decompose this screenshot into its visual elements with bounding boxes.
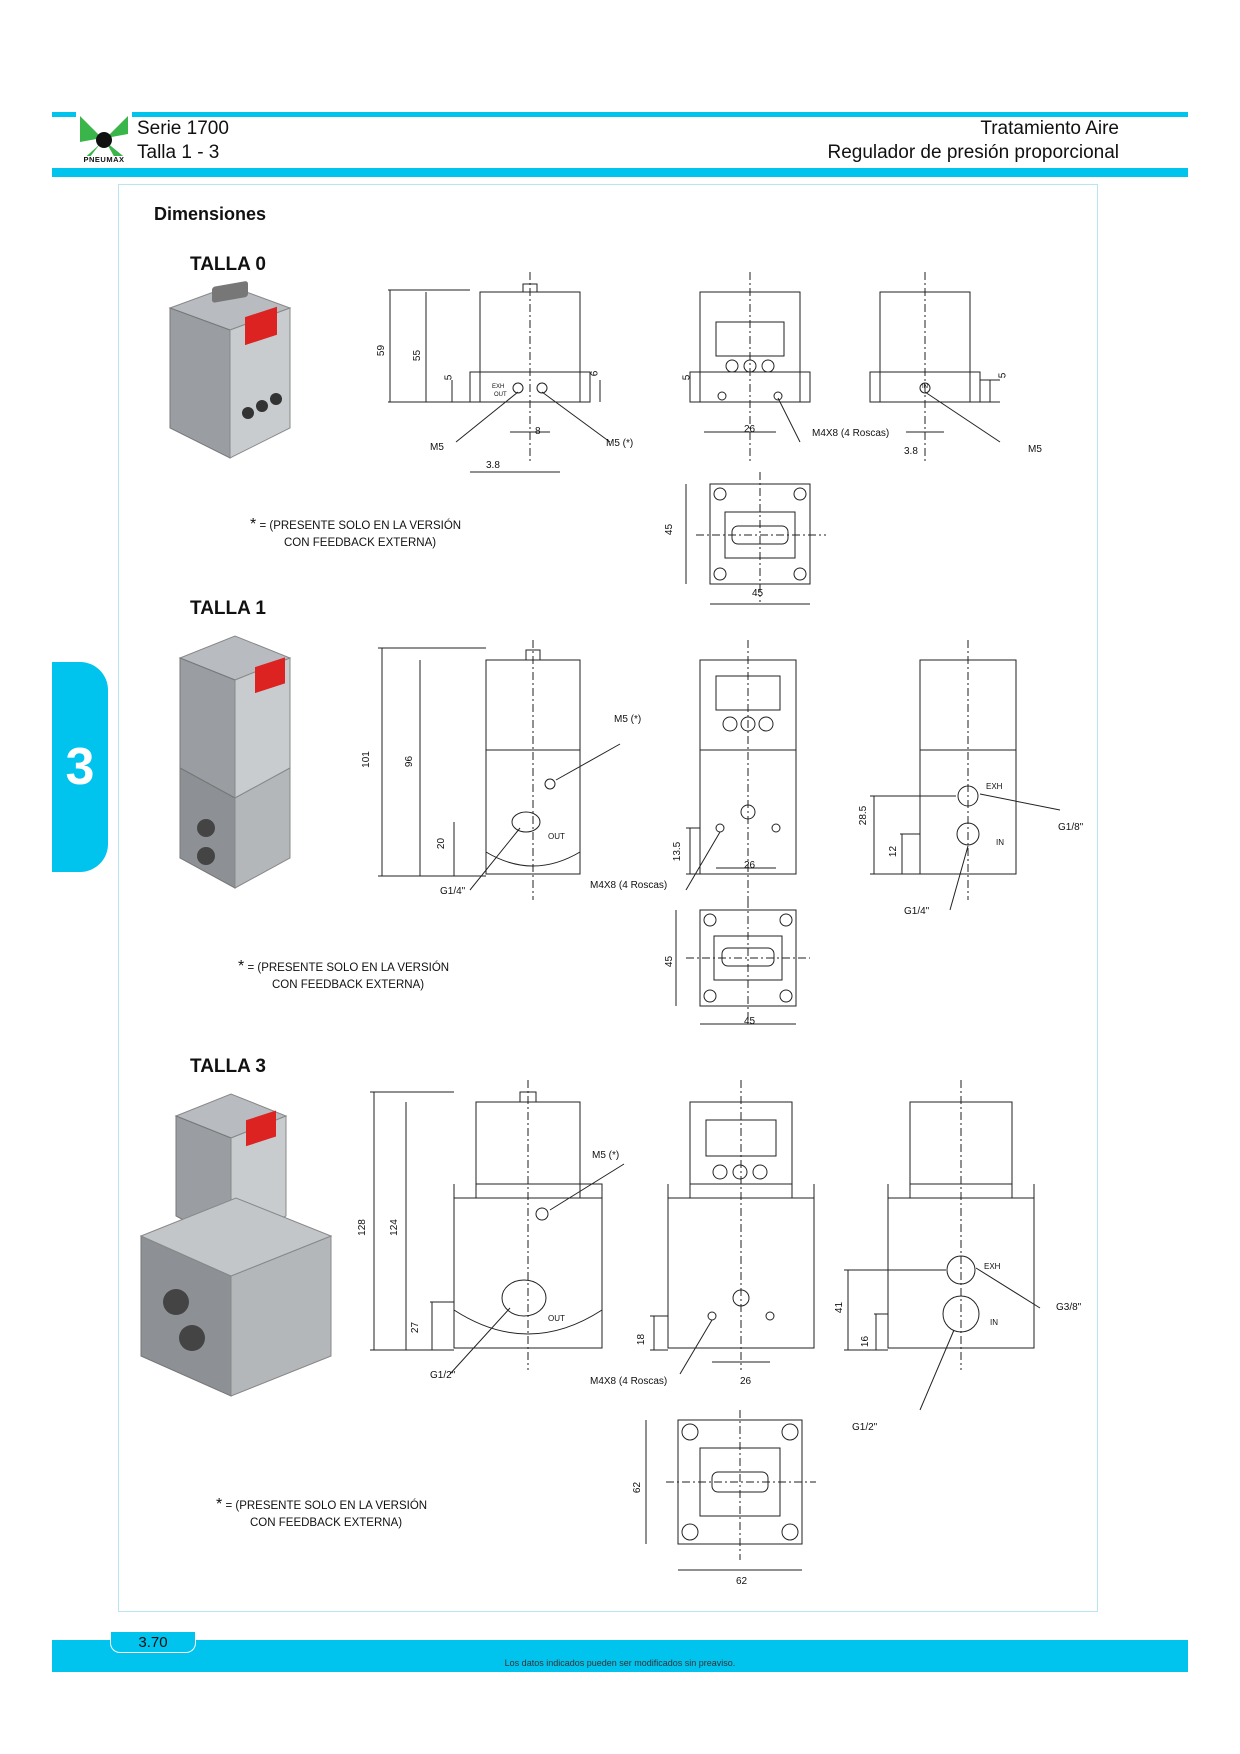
t0-lbl-in: IN [922,384,928,390]
t0-h-total: 59 [376,344,388,357]
t1-top-h: 45 [664,955,676,968]
chapter-tab: 3 [52,662,108,872]
product-title: Regulador de presión proporcional [827,142,1119,163]
t3-note-line1: (PRESENTE SOLO EN LA VERSIÓN [235,1500,428,1512]
t1-side-h1: 28.5 [858,805,870,826]
t1-note-mark: * [238,958,245,975]
t1-side-port-top: G1/8" [1058,822,1084,833]
talla-0-title: TALLA 0 [190,254,266,275]
brand-logo: PNEUMAX [76,112,132,168]
footer-disclaimer: Los datos indicados pueden ser modificad… [504,1658,736,1668]
t1-front-spacing: 26 [744,860,756,871]
t3-top-w: 62 [736,1576,748,1587]
t3-h-port: 27 [410,1321,422,1334]
size-range: Talla 1 - 3 [137,142,220,163]
t3-h-body: 124 [388,1219,400,1236]
t0-top-w: 45 [752,588,764,599]
brand-logo-text: PNEUMAX [83,155,125,164]
t0-h-port-right: 6 [589,370,601,377]
t3-note: * = (PRESENTE SOLO EN LA VERSIÓN CON FEE… [216,1496,427,1532]
t1-top-w: 45 [744,1016,756,1027]
series-title: Serie 1700 [137,118,229,139]
t1-port-out: G1/4" [440,886,466,897]
t3-side-port-top: G3/8" [1056,1302,1082,1313]
t3-side-h1: 41 [834,1301,846,1314]
t0-h-body: 55 [412,349,424,362]
header-bottom-rule [52,168,1188,177]
t0-side-h: 5 [997,372,1009,379]
chapter-number: 3 [65,738,95,796]
t0-note-line2: CON FEEDBACK EXTERNA) [284,537,437,549]
t1-h-body: 96 [404,755,416,768]
t1-front-h: 13.5 [672,841,684,862]
t1-fb-port: M5 (*) [614,714,642,725]
t3-side-h2: 16 [860,1335,872,1348]
t1-side-port-bottom: G1/4" [904,906,930,917]
t3-side-port-bottom: G1/2" [852,1422,878,1433]
t1-h-total: 101 [360,751,372,768]
category-title: Tratamiento Aire [980,118,1119,139]
t0-note-eq: = [259,520,267,532]
talla-0-drawing [388,272,1001,605]
t0-lbl-exh: EXH [492,384,505,390]
t0-note: * = (PRESENTE SOLO EN LA VERSIÓN CON FEE… [250,516,461,552]
talla-3-title: TALLA 3 [190,1056,266,1077]
t0-port-a: M5 [430,442,444,453]
t0-port-b: M5 (*) [606,438,634,449]
t3-lbl-exh: EXH [984,1262,1001,1271]
t3-mount: M4X8 (4 Roscas) [590,1376,668,1387]
t1-note-line2: CON FEEDBACK EXTERNA) [272,979,425,991]
talla-1-drawing [378,640,1061,1025]
t1-mount: M4X8 (4 Roscas) [590,880,668,891]
t0-offset: 3.8 [486,460,500,471]
t1-side-h2: 12 [888,845,900,858]
t0-lbl-out: OUT [494,392,507,398]
t0-top-h: 45 [664,523,676,536]
t3-note-line2: CON FEEDBACK EXTERNA) [250,1517,403,1529]
t3-top-h: 62 [632,1481,644,1494]
t0-note-mark: * [250,516,257,533]
t1-lbl-exh: EXH [986,782,1003,791]
t0-front-spacing: 26 [744,424,756,435]
t0-front-h: 5 [681,374,693,381]
t1-h-port: 20 [436,837,448,850]
t0-side-offset: 3.8 [904,446,918,457]
t3-note-eq: = [225,1500,233,1512]
t1-note-line1: (PRESENTE SOLO EN LA VERSIÓN [257,962,450,974]
header-top-rule [52,112,1188,117]
t0-h-port-left: 5 [443,374,455,381]
talla-0-photo [150,278,310,468]
t3-front-spacing: 26 [740,1376,752,1387]
t3-port-out: G1/2" [430,1370,456,1381]
t3-lbl-in: IN [990,1318,998,1327]
content-frame [118,184,1098,1612]
t0-note-line1: (PRESENTE SOLO EN LA VERSIÓN [269,520,462,532]
section-heading: Dimensiones [154,204,267,224]
t1-note: * = (PRESENTE SOLO EN LA VERSIÓN CON FEE… [238,958,449,994]
talla-3-photo [136,1086,336,1406]
talla-1-title: TALLA 1 [190,598,266,619]
footer-bar [52,1640,1188,1672]
t0-side-port: M5 [1028,444,1042,455]
page-number: 3.70 [138,1634,168,1651]
talla-3-drawing [370,1080,1041,1571]
t3-front-h: 18 [636,1333,648,1346]
t3-lbl-out: OUT [548,1314,565,1323]
t1-lbl-out: OUT [548,832,565,841]
t1-note-eq: = [247,962,255,974]
page-number-tab: 3.70 [110,1632,196,1653]
t3-h-total: 128 [356,1219,368,1236]
t3-note-mark: * [216,1496,223,1513]
t0-mount: M4X8 (4 Roscas) [812,428,890,439]
talla-1-photo [160,628,310,898]
t0-spacing: 8 [535,426,541,437]
t3-fb-port: M5 (*) [592,1150,620,1161]
t1-lbl-in: IN [996,838,1004,847]
